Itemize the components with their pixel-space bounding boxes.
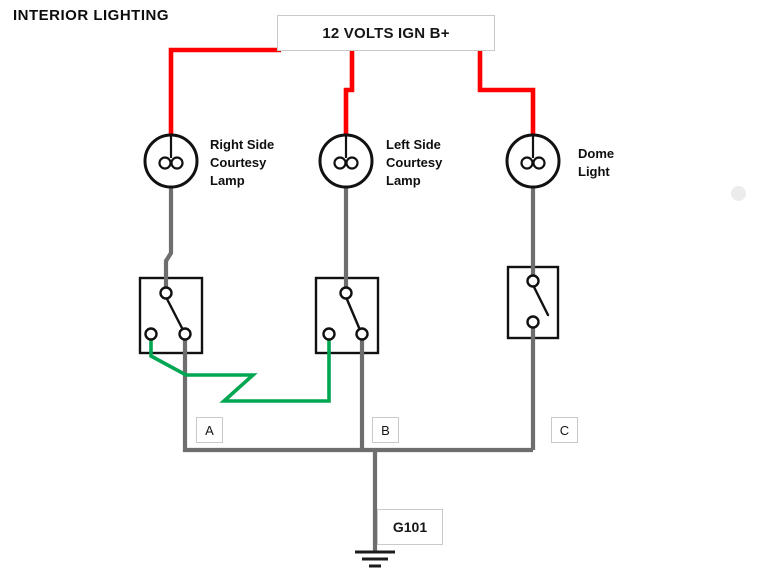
label-line: Courtesy bbox=[210, 155, 267, 170]
label-line: Right Side bbox=[210, 137, 275, 152]
power-wire-dome bbox=[477, 50, 536, 137]
switch-icon-left-courtesy bbox=[322, 286, 369, 341]
left-courtesy-lamp-label: Left Side Courtesy Lamp bbox=[386, 136, 442, 190]
power-wire-right-courtesy bbox=[168, 47, 281, 137]
lamp-icon-left-courtesy bbox=[318, 133, 374, 189]
page-title: INTERIOR LIGHTING bbox=[13, 7, 169, 24]
lamp-icon-right-courtesy bbox=[143, 133, 199, 189]
switch-icon-right-courtesy bbox=[144, 286, 192, 341]
connector-a-box: A bbox=[196, 417, 223, 443]
switch-icon-dome bbox=[526, 274, 550, 329]
ground-icon bbox=[355, 550, 395, 568]
label-line: Courtesy bbox=[386, 155, 443, 170]
lamp-wire-right-courtesy bbox=[163, 187, 174, 293]
connector-c-box: C bbox=[551, 417, 578, 443]
power-source-box: 12 VOLTS IGN B+ bbox=[277, 15, 495, 51]
switch-link-wire bbox=[149, 334, 331, 403]
lamp-icon-dome bbox=[505, 133, 561, 189]
label-line: Lamp bbox=[210, 173, 245, 188]
connector-b-box: B bbox=[372, 417, 399, 443]
power-source-label: 12 VOLTS IGN B+ bbox=[322, 24, 450, 42]
label-line: Dome bbox=[578, 146, 615, 161]
ground-label: G101 bbox=[392, 519, 428, 535]
dome-light-label: Dome Light bbox=[578, 145, 614, 181]
label-line: Left Side bbox=[386, 137, 441, 152]
ground-callout-box: G101 bbox=[377, 509, 443, 545]
power-wire-left-courtesy bbox=[343, 50, 355, 137]
right-courtesy-lamp-label: Right Side Courtesy Lamp bbox=[210, 136, 274, 190]
connector-b-label: B bbox=[381, 422, 390, 438]
decorative-dot bbox=[731, 186, 746, 201]
label-line: Lamp bbox=[386, 173, 421, 188]
connector-a-label: A bbox=[205, 422, 214, 438]
connector-c-label: C bbox=[559, 422, 570, 438]
label-line: Light bbox=[578, 164, 610, 179]
